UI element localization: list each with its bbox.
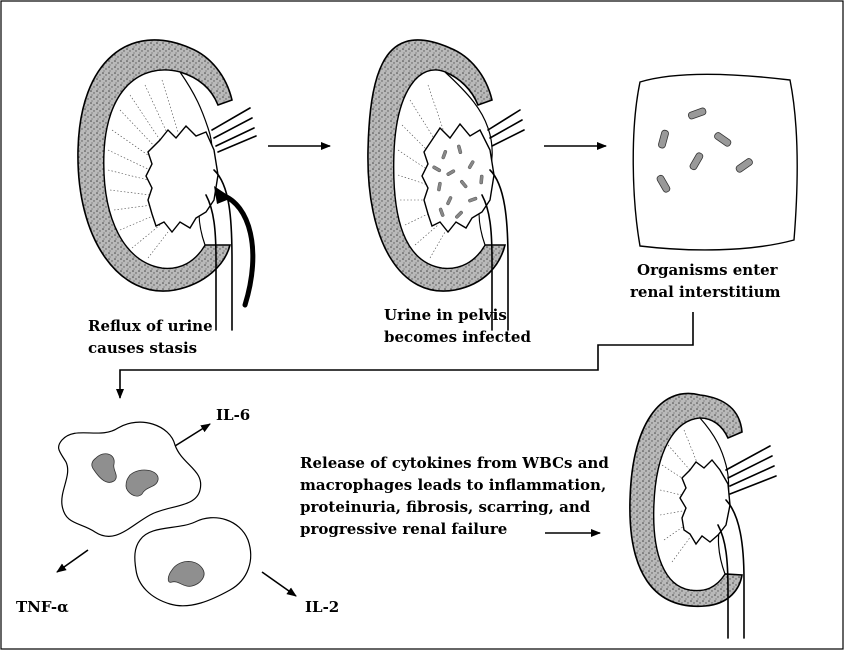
- interstitium-outline: [633, 74, 797, 250]
- arrow-to-il2: [262, 572, 296, 596]
- label-cytokine-line1: Release of cytokines from WBCs and: [300, 454, 609, 472]
- label-cytokine-line2: macrophages leads to inflammation,: [300, 476, 606, 494]
- label-cytokine-line4: progressive renal failure: [300, 520, 507, 538]
- label-infected-line2: becomes infected: [384, 328, 531, 346]
- label-il2: IL-2: [305, 598, 339, 616]
- arrow-to-il6: [175, 424, 210, 446]
- label-tnf: TNF-α: [16, 598, 69, 616]
- renal-vessels: [726, 446, 776, 494]
- kidney-infected-illustration: [368, 40, 524, 330]
- arrow-to-tnf: [57, 550, 88, 572]
- label-organisms-line2: renal interstitium: [630, 283, 781, 301]
- kidney-reflux-illustration: [78, 40, 256, 330]
- label-reflux-line1: Reflux of urine: [88, 317, 213, 335]
- label-il6: IL-6: [216, 406, 250, 424]
- renal-vessels: [212, 108, 256, 152]
- renal-interstitium-illustration: [633, 74, 797, 250]
- label-organisms-line1: Organisms enter: [637, 261, 779, 279]
- label-reflux-line2: causes stasis: [88, 339, 197, 357]
- wbc-cells-illustration: [57, 422, 296, 606]
- kidney-scarred-illustration: [630, 393, 776, 638]
- label-infected-line1: Urine in pelvis: [384, 306, 507, 324]
- label-cytokine-line3: proteinuria, fibrosis, scarring, and: [300, 498, 591, 516]
- renal-vessels: [488, 110, 524, 146]
